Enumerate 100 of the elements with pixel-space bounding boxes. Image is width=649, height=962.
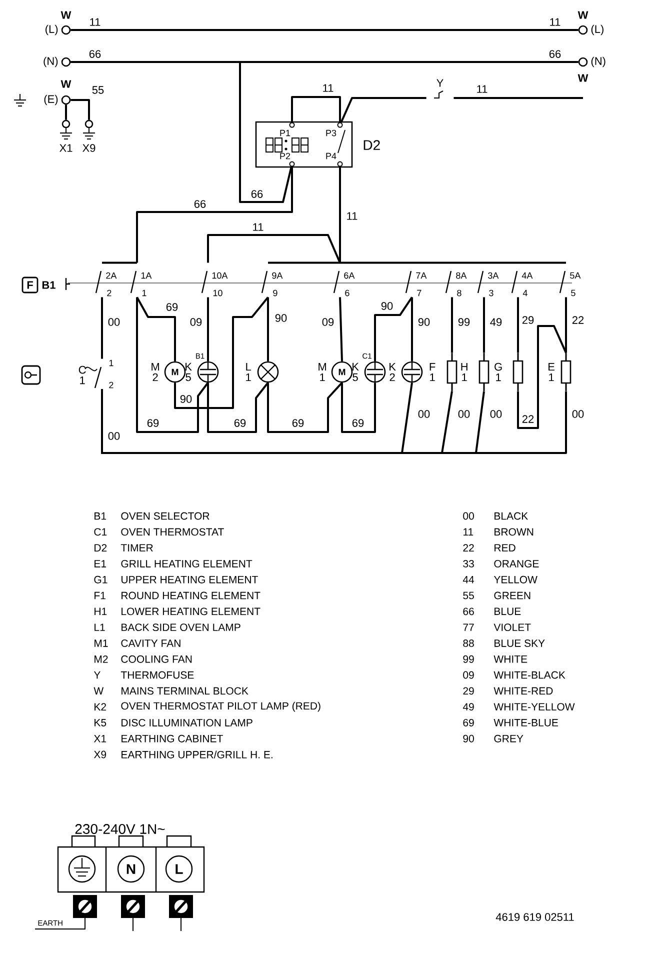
terminal-number: 2A [106, 272, 117, 279]
terminal-label: (N) [591, 56, 606, 68]
component-label: L 1 [246, 362, 251, 382]
wire [101, 297, 103, 359]
terminal-number: 8A [456, 272, 467, 279]
legend-code: 77 [463, 624, 474, 631]
legend-code: E1 [94, 560, 106, 568]
wire-number: 09 [189, 318, 203, 326]
terminal-label: (L) [46, 24, 58, 36]
component-label: M 1 [318, 362, 326, 382]
wire [374, 296, 413, 362]
terminal-number: 8 [457, 290, 462, 296]
legend-text: GREEN [494, 592, 530, 600]
legend-code: W [94, 687, 104, 695]
symbol-box: F [22, 276, 38, 294]
terminal-number: 10 [213, 290, 222, 296]
wire-number: 66 [88, 50, 102, 58]
pin-label: P4 [326, 152, 336, 160]
wire [70, 61, 292, 203]
legend-text: ORANGE [494, 560, 539, 568]
wire [484, 262, 518, 264]
legend-code: G1 [94, 576, 108, 584]
wire [65, 104, 67, 120]
wire [267, 382, 343, 433]
wire-number: 11 [88, 18, 102, 26]
terminal-number: 4 [522, 290, 528, 296]
wire [102, 262, 137, 264]
wire-number: 66 [250, 190, 264, 198]
wire-number: 69 [351, 418, 365, 428]
part-number: 4619 619 02511 [496, 913, 574, 921]
legend-text: ROUND HEATING ELEMENT [122, 592, 260, 600]
wire-number: 69 [146, 418, 160, 428]
legend-text: CAVITY FAN [121, 640, 180, 647]
legend-text: TIMER [120, 544, 153, 552]
wire [70, 99, 90, 120]
wire [483, 297, 485, 353]
wire [70, 29, 578, 31]
legend-text: WHITE [494, 656, 528, 663]
pin-label: P1 [280, 130, 290, 136]
wire-number: 90 [417, 318, 431, 326]
wire-number: 69 [165, 302, 179, 312]
legend-code: 11 [464, 528, 474, 536]
terminal-label: X9 [82, 144, 96, 152]
wire [268, 262, 340, 264]
wire [101, 389, 567, 454]
wire-number: 66 [549, 50, 561, 58]
wire [339, 166, 341, 263]
wire [207, 234, 341, 264]
legend-code: 88 [463, 640, 474, 647]
terminal-label: W [578, 11, 588, 19]
terminal-label: L [176, 864, 183, 874]
legend-text: OVEN SELECTOR [121, 512, 210, 520]
terminal-number: 6 [345, 290, 350, 296]
component-label: C 1 [78, 366, 86, 384]
wire [565, 297, 567, 353]
legend-text: WHITE-BLACK [494, 671, 566, 679]
wire-number: 49 [489, 318, 503, 326]
legend-code: 33 [463, 560, 474, 568]
component-label: E 1 [548, 362, 554, 382]
terminal-number: 5 [571, 290, 576, 296]
legend-text: GRILL HEATING ELEMENT [121, 560, 252, 568]
wire [207, 382, 269, 433]
terminal-number: 9 [273, 290, 278, 296]
terminal-number: 3A [488, 272, 499, 279]
terminal-label: (L) [591, 24, 604, 36]
wire-number: 00 [571, 410, 585, 418]
legend-code: 22 [463, 544, 474, 552]
legend-code: 99 [463, 655, 474, 663]
wire [341, 382, 376, 433]
legend-code: B1 [94, 512, 106, 520]
legend-text: BLACK [494, 512, 528, 520]
component-label: F 1 [430, 362, 436, 382]
wire [518, 262, 566, 264]
component-label: K 2 [390, 362, 396, 382]
legend-text: COOLING FAN [121, 655, 192, 663]
wire-number: 90 [380, 302, 394, 310]
wire [517, 325, 567, 429]
legend-code: 00 [463, 512, 474, 520]
legend-text: GREY [494, 734, 524, 742]
wire-number: 90 [179, 394, 193, 404]
wire-number: 69 [233, 418, 247, 428]
component-label: G 1 [494, 362, 502, 382]
terminal-number: 7A [416, 272, 427, 279]
terminal-label: (E) [44, 94, 58, 106]
supply-label: 230-240V 1N~ [75, 824, 165, 834]
wire [136, 166, 293, 263]
wire-number: 29 [521, 316, 535, 324]
wire-number: 00 [107, 318, 121, 326]
legend-text: WHITE-BLUE [494, 719, 558, 726]
legend-text: YELLOW [494, 576, 538, 584]
wire [136, 296, 176, 362]
terminal-number: 1A [141, 272, 152, 279]
legend-code: M2 [94, 655, 108, 663]
wire-number: 00 [417, 410, 431, 418]
legend-code: 55 [463, 592, 474, 600]
pin-label: P3 [326, 130, 336, 136]
wire-number: 00 [108, 432, 120, 440]
legend-text: BLUE SKY [494, 640, 545, 647]
legend-code: F1 [94, 592, 106, 600]
terminal-number: 5A [570, 272, 581, 279]
